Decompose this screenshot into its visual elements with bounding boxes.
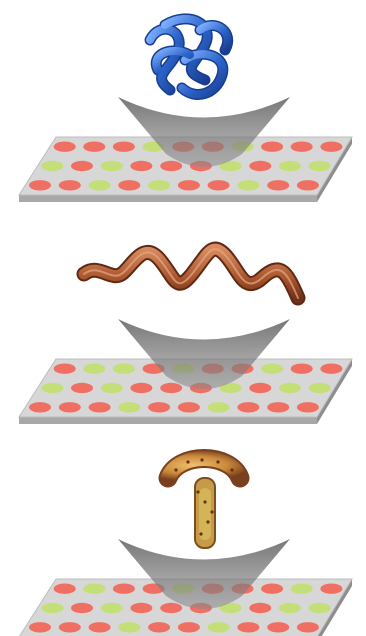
- array-spot-green: [261, 364, 283, 374]
- array-spot-red: [297, 180, 319, 190]
- helix-ribbon-icon: [84, 249, 298, 298]
- array-spot-red: [291, 364, 313, 374]
- array-spot-green: [101, 161, 123, 171]
- array-spot-red: [29, 180, 51, 190]
- array-spot-red: [148, 622, 170, 632]
- array-spot-red: [208, 180, 230, 190]
- panels-layer: [19, 19, 352, 636]
- array-spot-red: [237, 402, 259, 412]
- array-spot-green: [291, 584, 313, 594]
- antibody-speckle: [216, 460, 219, 463]
- antibody-icon: [168, 458, 240, 548]
- array-spot-green: [41, 161, 63, 171]
- array-spot-red: [89, 622, 111, 632]
- array-spot-red: [130, 383, 152, 393]
- array-spot-red: [71, 383, 93, 393]
- array-spot-red: [113, 584, 135, 594]
- array-spot-red: [160, 603, 182, 613]
- array-spot-red: [160, 161, 182, 171]
- antibody-speckle: [174, 468, 177, 471]
- antibody-speckle: [186, 460, 189, 463]
- array-spot-green: [208, 402, 230, 412]
- array-spot-green: [309, 383, 331, 393]
- array-spot-red: [267, 402, 289, 412]
- array-spot-red: [59, 180, 81, 190]
- array-spot-red: [59, 622, 81, 632]
- antibody-speckle: [203, 500, 206, 503]
- array-spot-red: [148, 402, 170, 412]
- array-spot-green: [83, 584, 105, 594]
- array-spot-red: [249, 161, 271, 171]
- array-spot-red: [71, 603, 93, 613]
- array-spot-red: [320, 364, 342, 374]
- slide-front-edge: [19, 195, 317, 202]
- antibody-speckle: [210, 510, 213, 513]
- array-spot-red: [297, 622, 319, 632]
- array-spot-green: [83, 364, 105, 374]
- array-spot-green: [89, 180, 111, 190]
- array-spot-red: [249, 383, 271, 393]
- array-spot-red: [261, 142, 283, 152]
- array-spot-red: [261, 584, 283, 594]
- folded-protein-icon: [150, 19, 228, 95]
- array-spot-red: [267, 622, 289, 632]
- array-spot-green: [208, 622, 230, 632]
- array-spot-green: [279, 161, 301, 171]
- array-spot-red: [113, 142, 135, 152]
- array-spot-green: [148, 180, 170, 190]
- array-spot-red: [130, 161, 152, 171]
- array-spot-green: [118, 402, 140, 412]
- array-spot-green: [279, 383, 301, 393]
- antibody-stem-highlight: [199, 488, 211, 540]
- array-spot-red: [29, 622, 51, 632]
- antibody-speckle: [206, 520, 209, 523]
- array-spot-green: [41, 383, 63, 393]
- array-spot-green: [113, 364, 135, 374]
- array-spot-green: [101, 383, 123, 393]
- antibody-speckle: [200, 458, 203, 461]
- array-spot-red: [160, 383, 182, 393]
- array-spot-green: [237, 180, 259, 190]
- array-spot-red: [71, 161, 93, 171]
- array-spot-red: [54, 584, 76, 594]
- array-spot-red: [237, 622, 259, 632]
- array-spot-red: [29, 402, 51, 412]
- array-spot-red: [178, 622, 200, 632]
- array-spot-green: [309, 603, 331, 613]
- array-spot-red: [130, 603, 152, 613]
- slide-front-edge: [19, 417, 317, 424]
- array-spot-red: [54, 364, 76, 374]
- array-spot-red: [320, 584, 342, 594]
- array-spot-red: [54, 142, 76, 152]
- array-spot-green: [118, 622, 140, 632]
- array-spot-red: [118, 180, 140, 190]
- array-spot-green: [309, 161, 331, 171]
- array-spot-red: [249, 603, 271, 613]
- antibody-speckle: [230, 468, 233, 471]
- array-spot-green: [279, 603, 301, 613]
- helix-ribbon: [84, 249, 298, 298]
- array-spot-red: [267, 180, 289, 190]
- array-spot-green: [101, 603, 123, 613]
- antibody-speckle: [199, 532, 202, 535]
- antibody-speckle: [196, 490, 199, 493]
- array-spot-red: [89, 402, 111, 412]
- array-spot-red: [320, 142, 342, 152]
- array-spot-red: [178, 402, 200, 412]
- array-spot-red: [59, 402, 81, 412]
- array-spot-green: [41, 603, 63, 613]
- array-spot-red: [291, 142, 313, 152]
- array-spot-red: [83, 142, 105, 152]
- array-spot-red: [178, 180, 200, 190]
- array-spot-red: [297, 402, 319, 412]
